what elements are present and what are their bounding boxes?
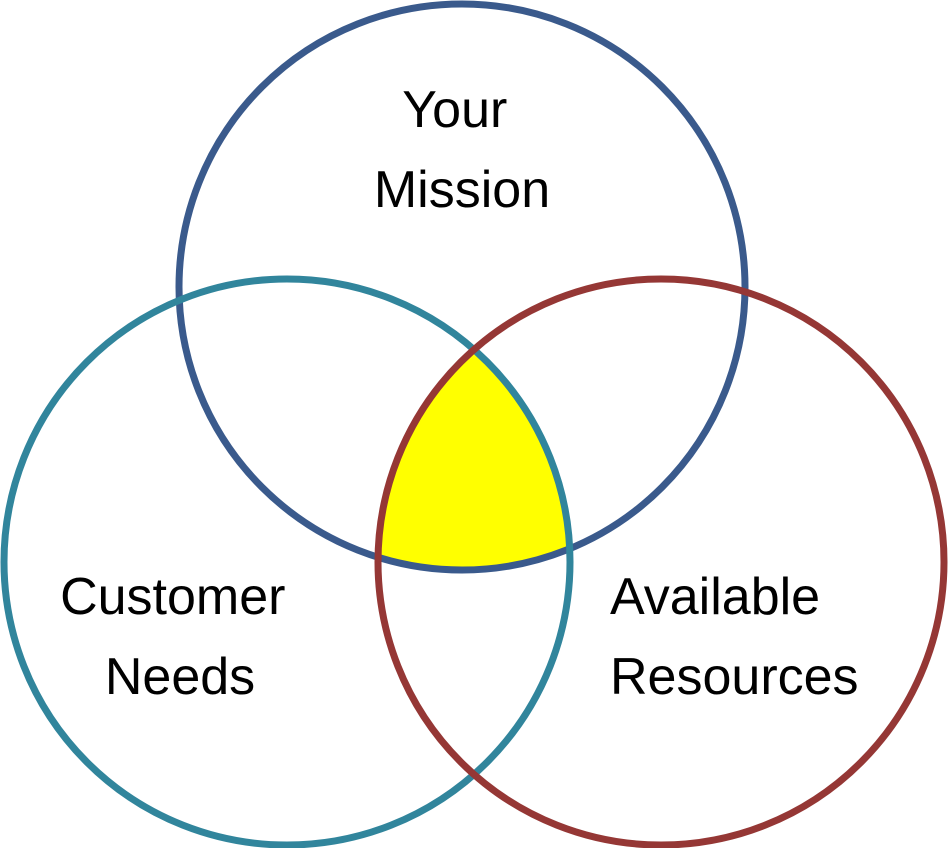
available-resources-label-line-1: Available	[610, 568, 820, 626]
available-resources-label: Available Resources	[610, 568, 859, 706]
your-mission-label-line-2: Mission	[374, 161, 550, 219]
available-resources-circle	[374, 275, 948, 848]
available-resources-label-line-2: Resources	[610, 648, 859, 706]
customer-needs-label-line-2: Needs	[105, 648, 255, 706]
customer-needs-label-line-1: Customer	[60, 568, 285, 626]
your-mission-label: Your Mission	[374, 81, 550, 219]
your-mission-label-line-1: Your	[402, 81, 507, 139]
customer-needs-label: Customer Needs	[60, 568, 300, 706]
customer-needs-circle	[0, 275, 574, 848]
your-mission-circle	[175, 0, 749, 574]
